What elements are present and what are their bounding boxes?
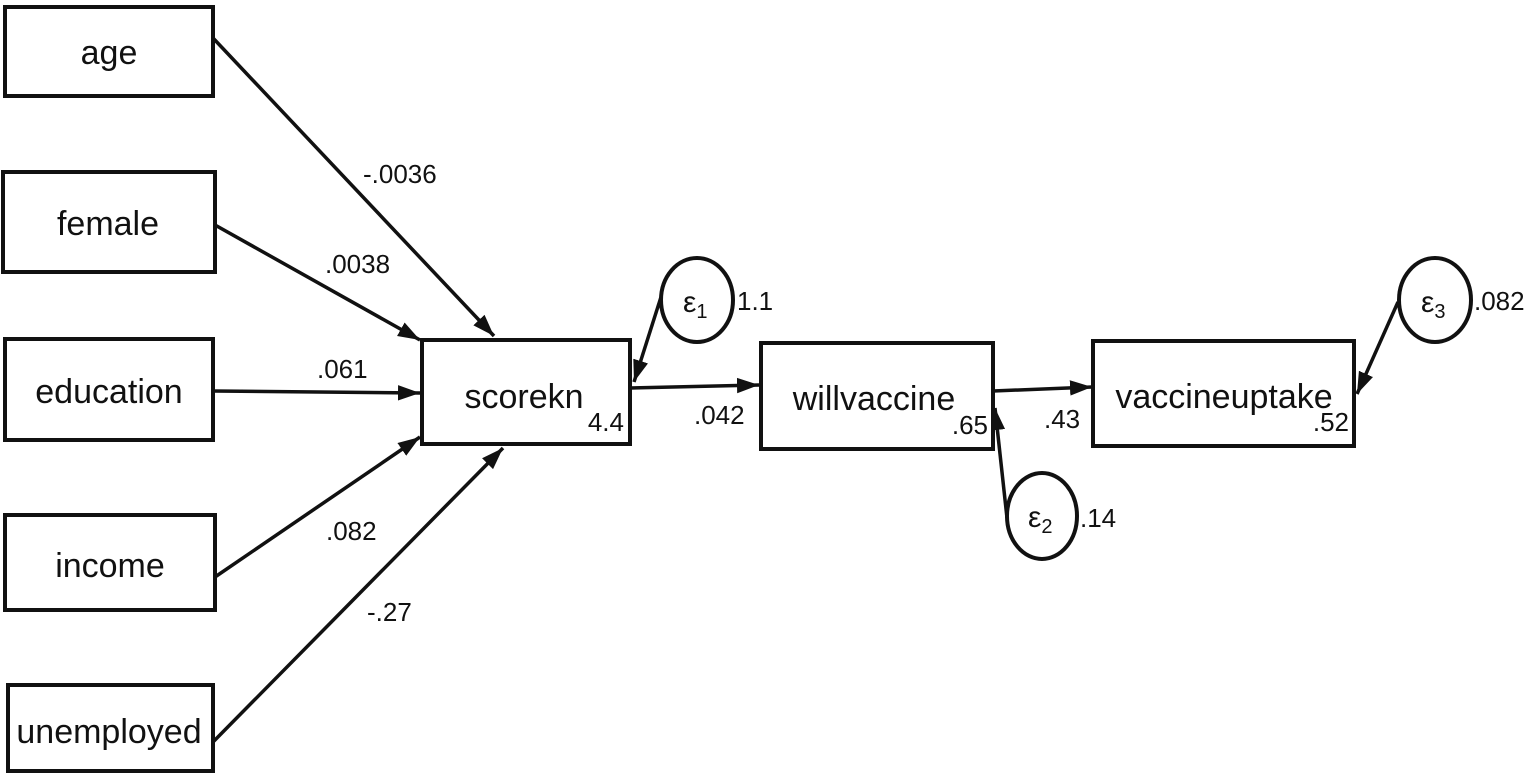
coef-age-scorekn: -.0036 — [363, 159, 437, 189]
coef-willvaccine-vaccineuptake: .43 — [1044, 404, 1080, 434]
node-vaccineuptake-label: vaccineuptake — [1115, 378, 1332, 416]
node-education: education — [3, 337, 215, 442]
error-e1-symbol: ε1 — [683, 286, 708, 323]
node-female-label: female — [57, 205, 159, 243]
node-age: age — [3, 5, 215, 98]
node-unemployed-label: unemployed — [16, 713, 201, 751]
node-willvaccine: willvaccine .65 — [759, 341, 995, 451]
error-e1: ε1 1.1 — [659, 256, 773, 344]
coef-unemployed-scorekn: -.27 — [367, 597, 412, 627]
path-e2-willvaccine — [989, 407, 1009, 519]
node-income-label: income — [55, 547, 165, 585]
node-age-label: age — [81, 34, 138, 72]
error-e3-variance: .082 — [1474, 286, 1525, 316]
path-age-scorekn — [211, 36, 496, 338]
coef-education-scorekn: .061 — [317, 354, 368, 384]
node-education-label: education — [35, 373, 182, 411]
node-scorekn-label: scorekn — [464, 378, 583, 416]
path-e3-vaccineuptake — [1355, 301, 1400, 395]
path-education-scorekn — [212, 385, 421, 401]
path-income-scorekn — [214, 435, 421, 579]
path-scorekn-willvaccine — [629, 377, 760, 394]
error-e2-variance: .14 — [1080, 503, 1116, 533]
path-e1-scorekn — [632, 296, 663, 383]
node-vaccineuptake: vaccineuptake .52 — [1091, 339, 1356, 448]
node-income: income — [3, 513, 217, 612]
node-scorekn: scorekn 4.4 — [420, 338, 632, 446]
error-e3: ε3 .082 — [1397, 256, 1525, 344]
intercept-scorekn: 4.4 — [588, 407, 624, 437]
error-e1-variance: 1.1 — [737, 286, 773, 316]
intercept-willvaccine: .65 — [952, 410, 988, 440]
node-female: female — [1, 170, 217, 274]
coef-scorekn-willvaccine: .042 — [694, 400, 745, 430]
error-e2-symbol: ε2 — [1028, 501, 1053, 538]
node-unemployed: unemployed — [6, 683, 215, 773]
node-willvaccine-label: willvaccine — [792, 380, 956, 418]
path-unemployed-scorekn — [211, 446, 505, 744]
error-e2: ε2 .14 — [1005, 471, 1116, 561]
error-e3-symbol: ε3 — [1421, 286, 1446, 323]
coef-female-scorekn: .0038 — [325, 249, 390, 279]
path-female-scorekn — [214, 223, 421, 342]
coef-income-scorekn: .082 — [326, 516, 377, 546]
path-willvaccine-vaccineuptake — [992, 380, 1093, 396]
intercept-vaccineuptake: .52 — [1313, 407, 1349, 437]
